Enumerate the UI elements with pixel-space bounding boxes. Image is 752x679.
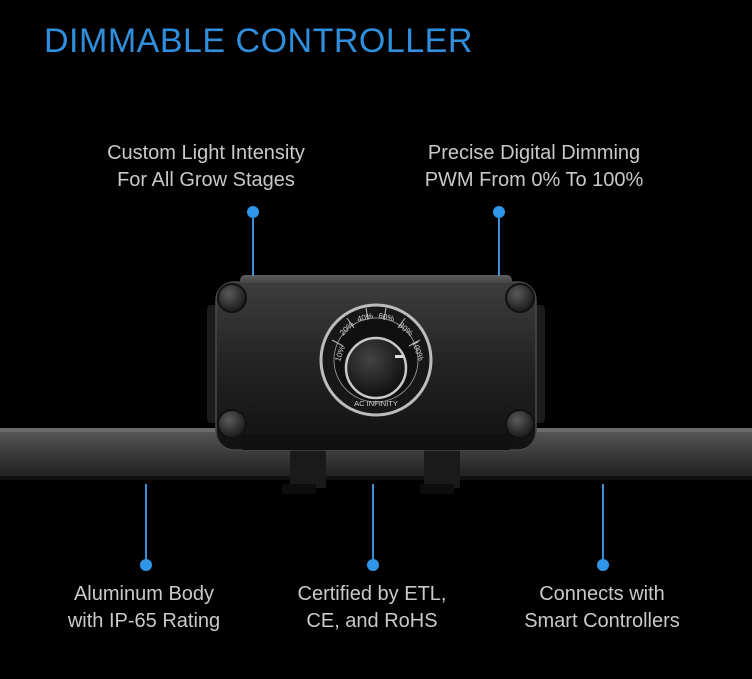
callout-line-bottom-left: [145, 484, 147, 564]
callout-top-left: Custom Light Intensity For All Grow Stag…: [66, 140, 346, 194]
callout-dot-bottom-center: [367, 559, 379, 571]
callout-dot-top-left: [247, 206, 259, 218]
callout-bottom-right-line1: Connects with: [539, 583, 665, 605]
callout-top-right: Precise Digital Dimming PWM From 0% To 1…: [394, 140, 674, 194]
callout-line-bottom-right: [602, 484, 604, 564]
callout-dot-bottom-left: [140, 559, 152, 571]
brand-label: AC INFINITY: [354, 399, 398, 408]
page-title: DIMMABLE CONTROLLER: [44, 22, 473, 60]
dial-label-40: 40%: [356, 311, 374, 324]
callout-bottom-left: Aluminum Body with IP-65 Rating: [4, 581, 284, 635]
callout-line-top-right: [498, 212, 500, 276]
callout-top-right-line1: Precise Digital Dimming: [427, 142, 641, 164]
callout-top-right-line2: PWM From 0% To 100%: [424, 169, 644, 191]
callout-bottom-center-line2: CE, and RoHS: [306, 610, 438, 632]
callout-dot-bottom-right: [597, 559, 609, 571]
callout-bottom-center-line1: Certified by ETL,: [297, 583, 447, 605]
callout-bottom-right-line2: Smart Controllers: [524, 610, 680, 632]
callout-bottom-right: Connects with Smart Controllers: [462, 581, 742, 635]
callout-top-left-line2: For All Grow Stages: [117, 169, 295, 191]
callout-dot-top-right: [493, 206, 505, 218]
callout-bottom-left-line1: Aluminum Body: [73, 583, 215, 605]
callout-bottom-center: Certified by ETL, CE, and RoHS: [232, 581, 512, 635]
callout-line-bottom-center: [372, 484, 374, 564]
callout-top-left-line1: Custom Light Intensity: [107, 142, 305, 164]
callout-bottom-left-line2: with IP-65 Rating: [67, 610, 221, 632]
callout-line-top-left: [252, 212, 254, 276]
dial-label-60: 60%: [378, 311, 396, 323]
